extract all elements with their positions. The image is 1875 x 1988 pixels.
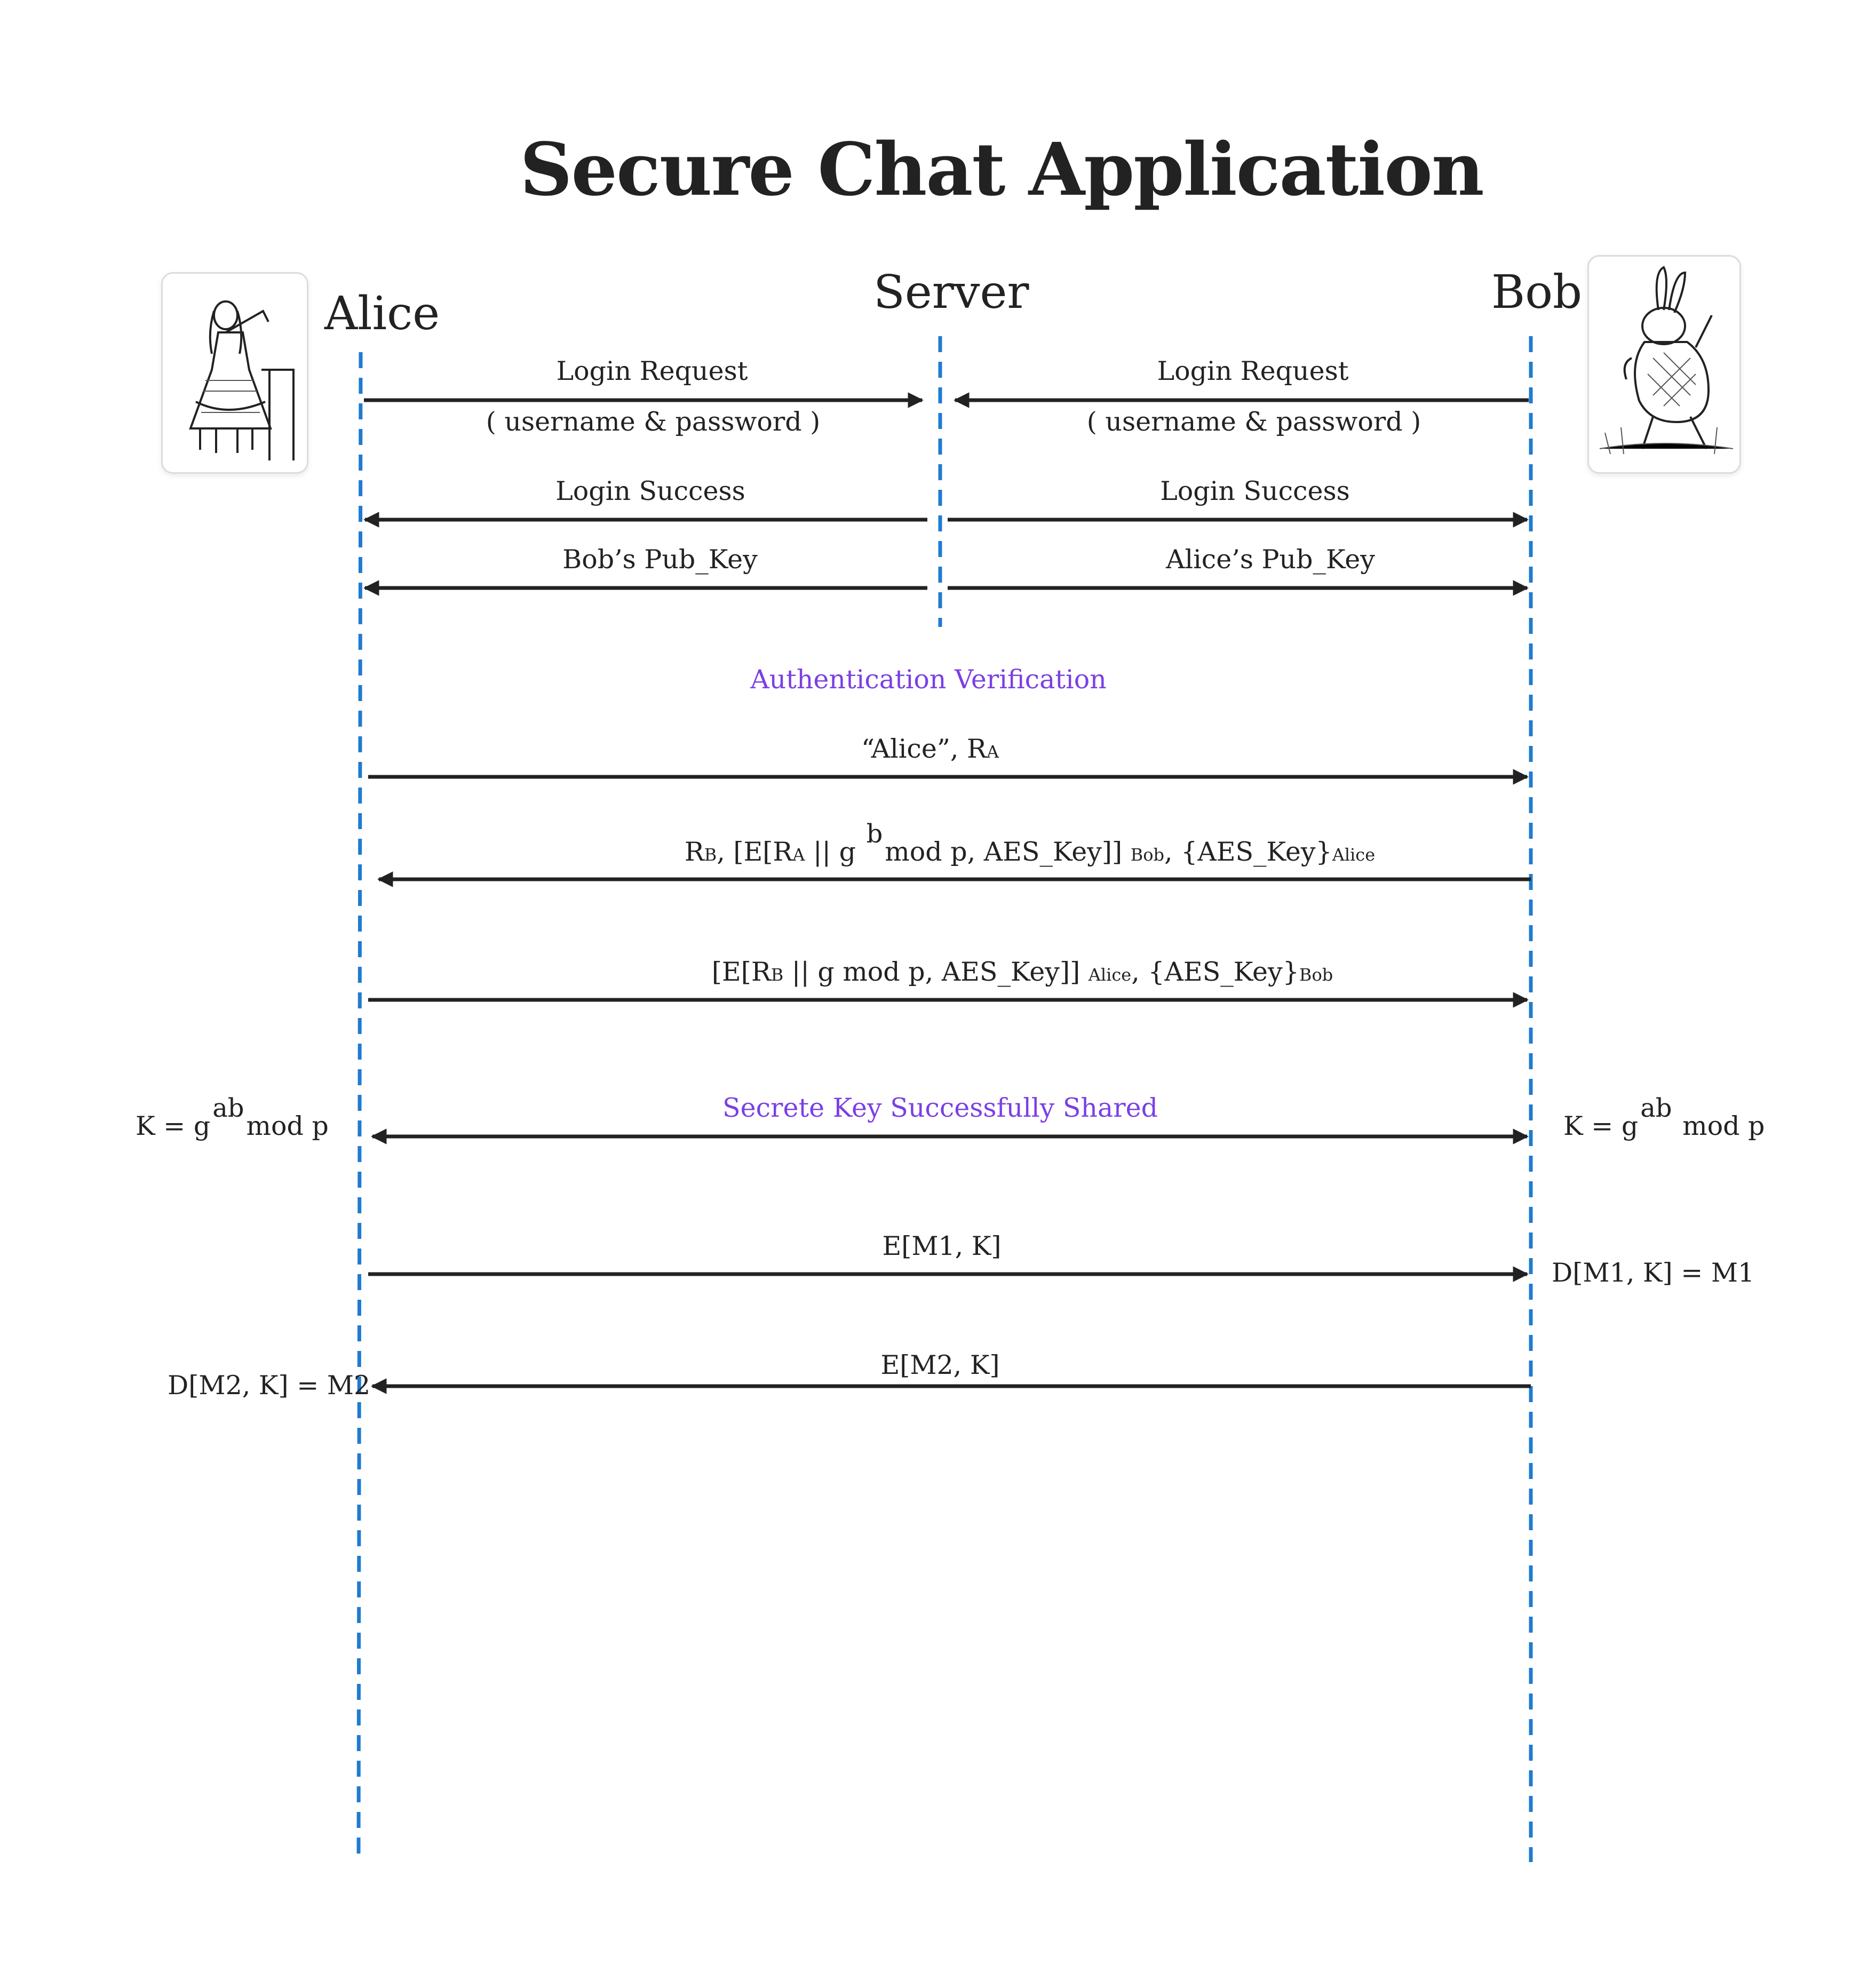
bob-login-success-label: Login Success bbox=[1160, 476, 1350, 506]
auth-step1-text: “Alice”, R bbox=[861, 734, 987, 764]
bob-key-prefix: K = g bbox=[1563, 1111, 1639, 1141]
alice-login-success-label: Login Success bbox=[555, 476, 745, 506]
alice-decrypt-note: D[M2, K] = M2 bbox=[168, 1370, 371, 1401]
bob-key-note: K = gab mod p bbox=[1563, 1093, 1765, 1141]
step2-rb-sub: B bbox=[704, 845, 717, 865]
bob-key-exp: ab bbox=[1640, 1093, 1672, 1123]
bob-login-credentials-label: ( username & password ) bbox=[1086, 407, 1421, 437]
bob-key-suffix: mod p bbox=[1674, 1111, 1765, 1141]
step2-exp: b bbox=[866, 819, 883, 849]
auth-heading: Authentication Verification bbox=[750, 664, 1107, 695]
step2-alice-sub: Alice bbox=[1332, 845, 1376, 865]
step3-part3: , {AES_Key} bbox=[1131, 957, 1299, 987]
alice-lifeline bbox=[356, 352, 363, 1863]
shared-key-heading: Secrete Key Successfully Shared bbox=[722, 1093, 1158, 1123]
message2-label: E[M2, K] bbox=[880, 1350, 1000, 1380]
bob-login-request-label: Login Request bbox=[1157, 356, 1349, 386]
step2-part2: || g bbox=[805, 837, 864, 867]
bob-portrait bbox=[1587, 255, 1741, 474]
step2-part4: , {AES_Key} bbox=[1164, 837, 1332, 867]
alice-key-suffix: mod p bbox=[246, 1111, 329, 1141]
step3-part2: || g mod p, AES_Key]] bbox=[783, 957, 1089, 987]
actor-bob: Bob bbox=[1491, 266, 1583, 319]
auth-step1-label: “Alice”, RA bbox=[861, 734, 999, 764]
step3-rb-sub: B bbox=[770, 965, 784, 985]
white-rabbit-illustration-icon bbox=[1599, 266, 1734, 455]
step2-rb: R bbox=[684, 837, 704, 867]
auth-step3-label: [E[RB || g mod p, AES_Key]] Alice, {AES_… bbox=[712, 957, 1333, 987]
alice-portrait bbox=[161, 272, 308, 474]
bob-decrypt-note: D[M1, K] = M1 bbox=[1552, 1258, 1755, 1288]
step3-part1: [E[R bbox=[711, 957, 771, 987]
step2-bob-sub: Bob bbox=[1130, 845, 1165, 865]
step2-part1: , [E[R bbox=[717, 837, 793, 867]
alice-key-exp: ab bbox=[212, 1093, 244, 1123]
alice-receives-key-label: Bob’s Pub_Key bbox=[562, 544, 758, 575]
alice-login-credentials-label: ( username & password ) bbox=[486, 407, 821, 437]
step2-part3: mod p, AES_Key]] bbox=[885, 837, 1131, 867]
step3-alice-sub: Alice bbox=[1088, 965, 1132, 985]
alice-illustration-icon bbox=[189, 300, 295, 460]
step3-bob-sub: Bob bbox=[1299, 965, 1333, 985]
actor-alice: Alice bbox=[324, 287, 440, 340]
auth-step1-sub: A bbox=[986, 742, 999, 762]
alice-key-prefix: K = g bbox=[136, 1111, 211, 1141]
alice-login-request-label: Login Request bbox=[556, 356, 748, 386]
actor-server: Server bbox=[873, 266, 1029, 319]
bob-receives-key-label: Alice’s Pub_Key bbox=[1166, 544, 1375, 575]
page-title: Secure Chat Application bbox=[520, 127, 1484, 212]
message1-label: E[M1, K] bbox=[882, 1231, 1002, 1261]
step2-ra-sub: A bbox=[792, 845, 805, 865]
auth-step2-label: RB, [E[RA || g bmod p, AES_Key]] Bob, {A… bbox=[684, 819, 1376, 867]
alice-key-note: K = gabmod p bbox=[136, 1093, 329, 1141]
